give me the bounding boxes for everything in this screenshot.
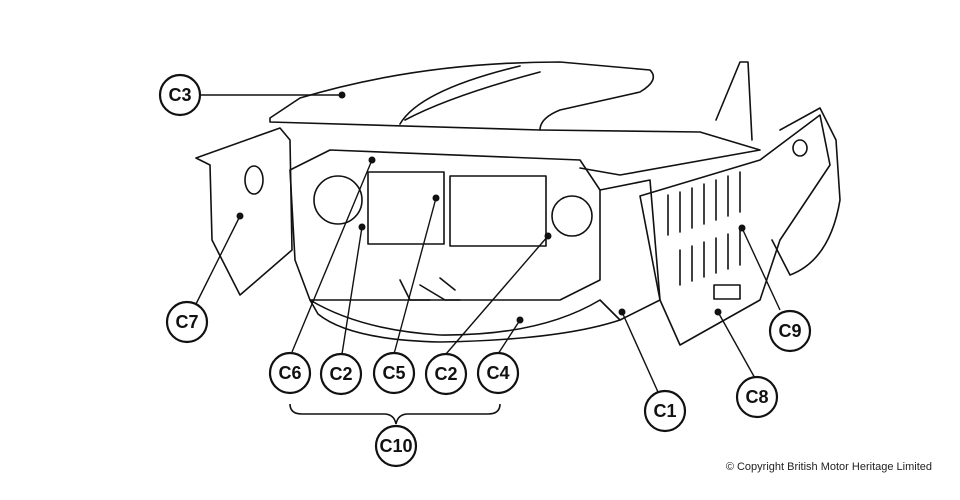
left-wing-hole (244, 165, 264, 195)
callout-c4: C4 (476, 351, 520, 395)
svg-text:C1: C1 (653, 401, 676, 421)
callout-c1: C1 (643, 389, 687, 433)
svg-text:C9: C9 (778, 321, 801, 341)
svg-text:C5: C5 (382, 363, 405, 383)
svg-text:C2: C2 (329, 364, 352, 384)
wing-top (539, 129, 761, 176)
bonnet-panel (269, 61, 655, 131)
callout-c6: C6 (268, 351, 312, 395)
leader-dots (236, 91, 746, 324)
right-headlamp-bowl (551, 195, 593, 237)
svg-text:C10: C10 (379, 436, 412, 456)
right-inner-wing-panel (639, 114, 831, 346)
front-panel (289, 149, 601, 301)
front-valance (309, 299, 621, 343)
copyright-notice: © Copyright British Motor Heritage Limit… (725, 461, 932, 473)
leader-lines (195, 94, 781, 393)
svg-text:C7: C7 (175, 312, 198, 332)
callout-c2-right: C2 (424, 352, 468, 396)
callout-c10: C10 (374, 424, 418, 468)
windscreen-pillar (715, 61, 753, 141)
inner-wing-vent (713, 284, 741, 300)
svg-text:C6: C6 (278, 363, 301, 383)
left-headlamp-bowl (313, 175, 363, 225)
grille-opening-right (449, 175, 547, 247)
wheelarch-extension (771, 107, 841, 276)
valance-cutouts (399, 277, 461, 301)
right-wing (599, 179, 661, 321)
callout-c9: C9 (768, 309, 812, 353)
svg-text:C8: C8 (745, 387, 768, 407)
grille-opening-left (367, 171, 445, 245)
car-front-drawing (195, 61, 841, 346)
callout-c7: C7 (165, 300, 209, 344)
callout-c3: C3 (158, 73, 202, 117)
callout-c2-left: C2 (319, 352, 363, 396)
svg-text:C2: C2 (434, 364, 457, 384)
wheelarch-hole (792, 139, 808, 157)
callout-c5: C5 (372, 351, 416, 395)
callout-c8: C8 (735, 375, 779, 419)
bonnet-ridge (399, 65, 541, 125)
svg-text:C3: C3 (168, 85, 191, 105)
inner-wing-louvres (667, 171, 741, 286)
svg-text:C4: C4 (486, 363, 509, 383)
group-bracket (289, 403, 501, 425)
left-inner-wing-panel (195, 127, 293, 296)
